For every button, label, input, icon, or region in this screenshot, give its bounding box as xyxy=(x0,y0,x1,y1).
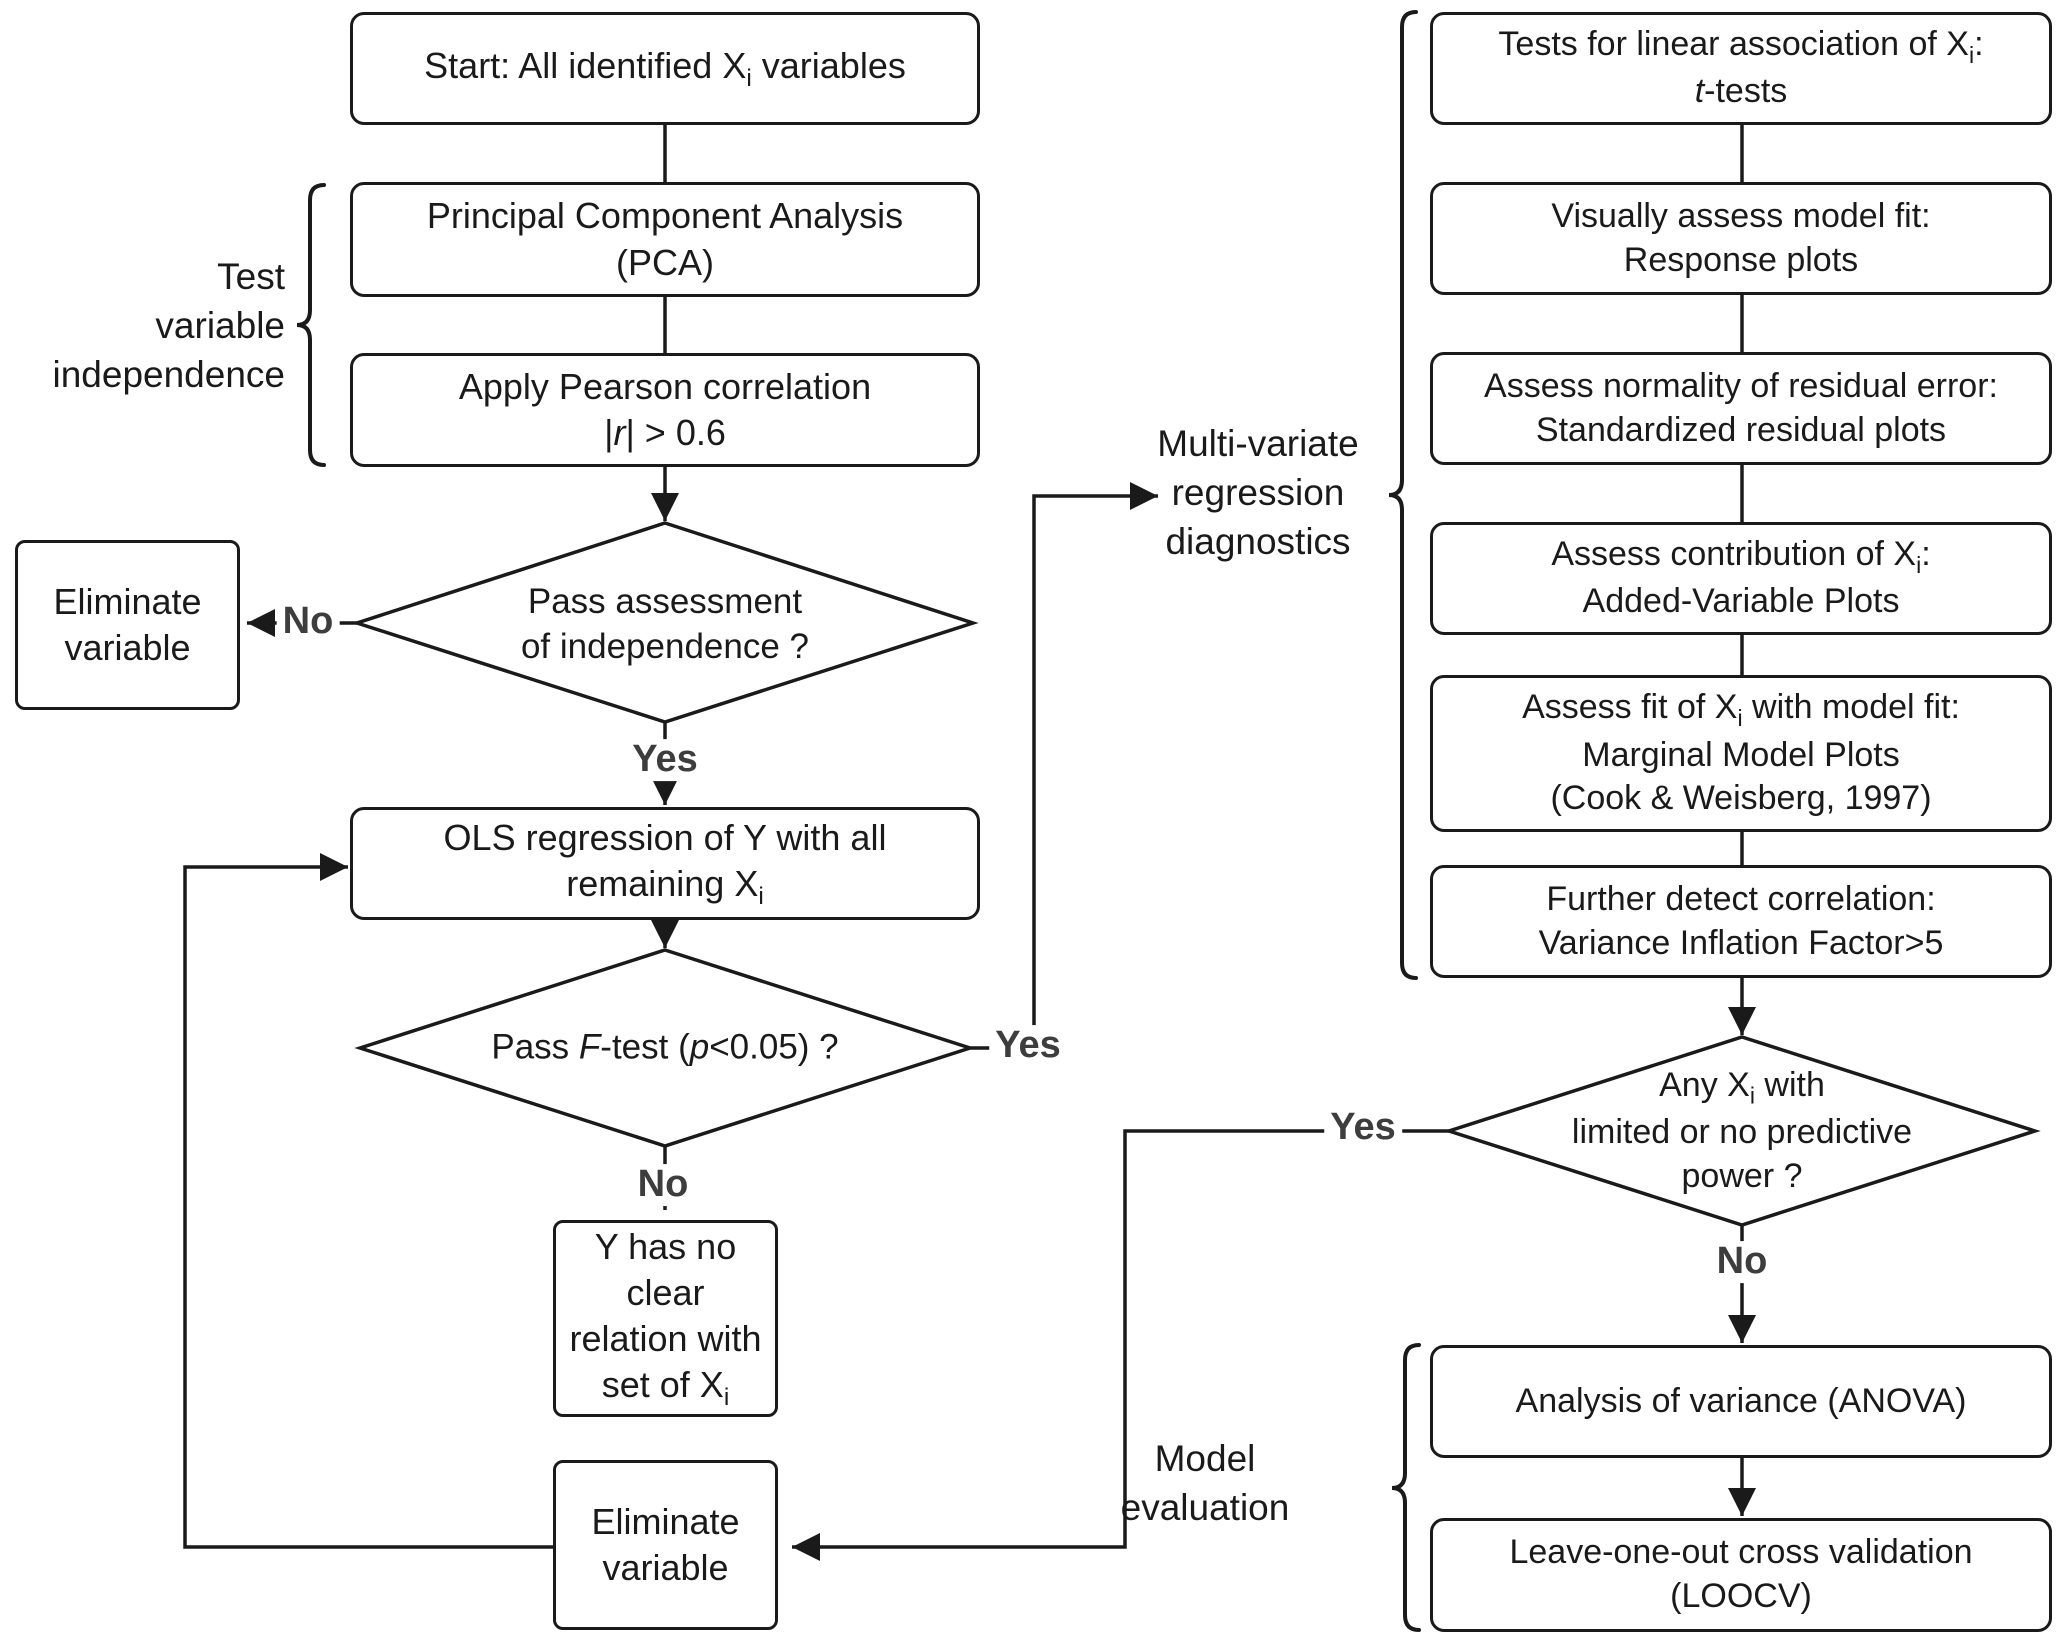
branch-label-independence-yes: Yes xyxy=(626,738,704,781)
brace-multivariate-diagnostics xyxy=(1388,10,1418,980)
f-test-decision: Pass F-test (p<0.05) ? xyxy=(425,1026,905,1071)
branch-label-predictive-yes: Yes xyxy=(1324,1106,1402,1149)
connector-predictive-yes-eliminate xyxy=(792,1129,1449,1561)
diagnostic-vif-label: Further detect correlation: Variance Inf… xyxy=(1538,879,1944,962)
branch-label-predictive-no: No xyxy=(1710,1240,1774,1283)
connector-ftest-yes-diagnostics xyxy=(970,482,1158,1050)
loocv-box: Leave-one-out cross validation (LOOCV) xyxy=(1430,1518,2052,1632)
ols-regression-label: OLS regression of Y with all remaining X… xyxy=(443,816,887,910)
eliminate-variable-bottom-box: Eliminate variable xyxy=(553,1460,778,1630)
eliminate-variable-left-label: Eliminate variable xyxy=(53,580,202,668)
diagnostic-marginal-model-label: Assess fit of Xi with model fit: Margina… xyxy=(1522,688,1960,818)
group-label-model-evaluation: Model evaluation xyxy=(1120,1438,1290,1529)
diagnostic-response-plots-box: Visually assess model fit: Response plot… xyxy=(1430,182,2052,295)
brace-test-variable-independence xyxy=(296,183,326,467)
pearson-correlation-box: Apply Pearson correlation |r| > 0.6 xyxy=(350,353,980,467)
start-box-label: Start: All identified Xi variables xyxy=(424,44,906,92)
branch-label-ftest-no: No xyxy=(631,1163,695,1206)
group-label-multivariate-regression-diagnostics: Multi-variate regression diagnostics xyxy=(1157,423,1359,563)
diagnostic-added-variable-label: Assess contribution of Xi: Added-Variabl… xyxy=(1551,535,1931,621)
pearson-correlation-label: Apply Pearson correlation |r| > 0.6 xyxy=(458,365,872,453)
diagnostic-added-variable-box: Assess contribution of Xi: Added-Variabl… xyxy=(1430,522,2052,635)
predictive-power-decision: Any Xi with limited or no predictive pow… xyxy=(1512,1064,1972,1198)
anova-box: Analysis of variance (ANOVA) xyxy=(1430,1345,2052,1458)
independence-decision-label: Pass assessment of independence ? xyxy=(520,582,810,666)
start-box: Start: All identified Xi variables xyxy=(350,12,980,125)
predictive-power-decision-label: Any Xi with limited or no predictive pow… xyxy=(1571,1065,1913,1195)
branch-label-independence-no: No xyxy=(276,600,340,643)
connector-eliminate-feedback-ols xyxy=(183,853,553,1549)
f-test-decision-shape xyxy=(354,948,976,1148)
diagnostic-t-tests-box: Tests for linear association of Xi: t-te… xyxy=(1430,12,2052,125)
predictive-power-decision-shape xyxy=(1443,1035,2041,1227)
eliminate-variable-left-box: Eliminate variable xyxy=(15,540,240,710)
loocv-label: Leave-one-out cross validation (LOOCV) xyxy=(1509,1533,1973,1615)
no-relation-box: Y has no clear relation with set of Xi xyxy=(553,1220,778,1417)
diagnostic-response-plots-label: Visually assess model fit: Response plot… xyxy=(1551,196,1931,279)
no-relation-label: Y has no clear relation with set of Xi xyxy=(569,1225,762,1412)
anova-label: Analysis of variance (ANOVA) xyxy=(1515,1381,1967,1420)
f-test-decision-label: Pass F-test (p<0.05) ? xyxy=(491,1027,839,1067)
pca-box: Principal Component Analysis (PCA) xyxy=(350,182,980,297)
pca-box-label: Principal Component Analysis (PCA) xyxy=(426,195,904,283)
independence-decision-shape xyxy=(351,521,979,724)
independence-decision: Pass assessment of independence ? xyxy=(455,580,875,670)
diagnostic-residual-plots-label: Assess normality of residual error: Stan… xyxy=(1484,366,1998,449)
eliminate-variable-bottom-label: Eliminate variable xyxy=(591,1500,740,1588)
diagnostic-vif-box: Further detect correlation: Variance Inf… xyxy=(1430,865,2052,978)
brace-model-evaluation xyxy=(1391,1343,1421,1632)
ols-regression-box: OLS regression of Y with all remaining X… xyxy=(350,807,980,920)
diagnostic-marginal-model-box: Assess fit of Xi with model fit: Margina… xyxy=(1430,675,2052,832)
diagnostic-residual-plots-box: Assess normality of residual error: Stan… xyxy=(1430,352,2052,465)
group-label-test-variable-independence: Test variable independence xyxy=(52,256,286,396)
diagnostic-t-tests-label: Tests for linear association of Xi: t-te… xyxy=(1498,25,1984,111)
branch-label-ftest-yes: Yes xyxy=(989,1024,1067,1067)
